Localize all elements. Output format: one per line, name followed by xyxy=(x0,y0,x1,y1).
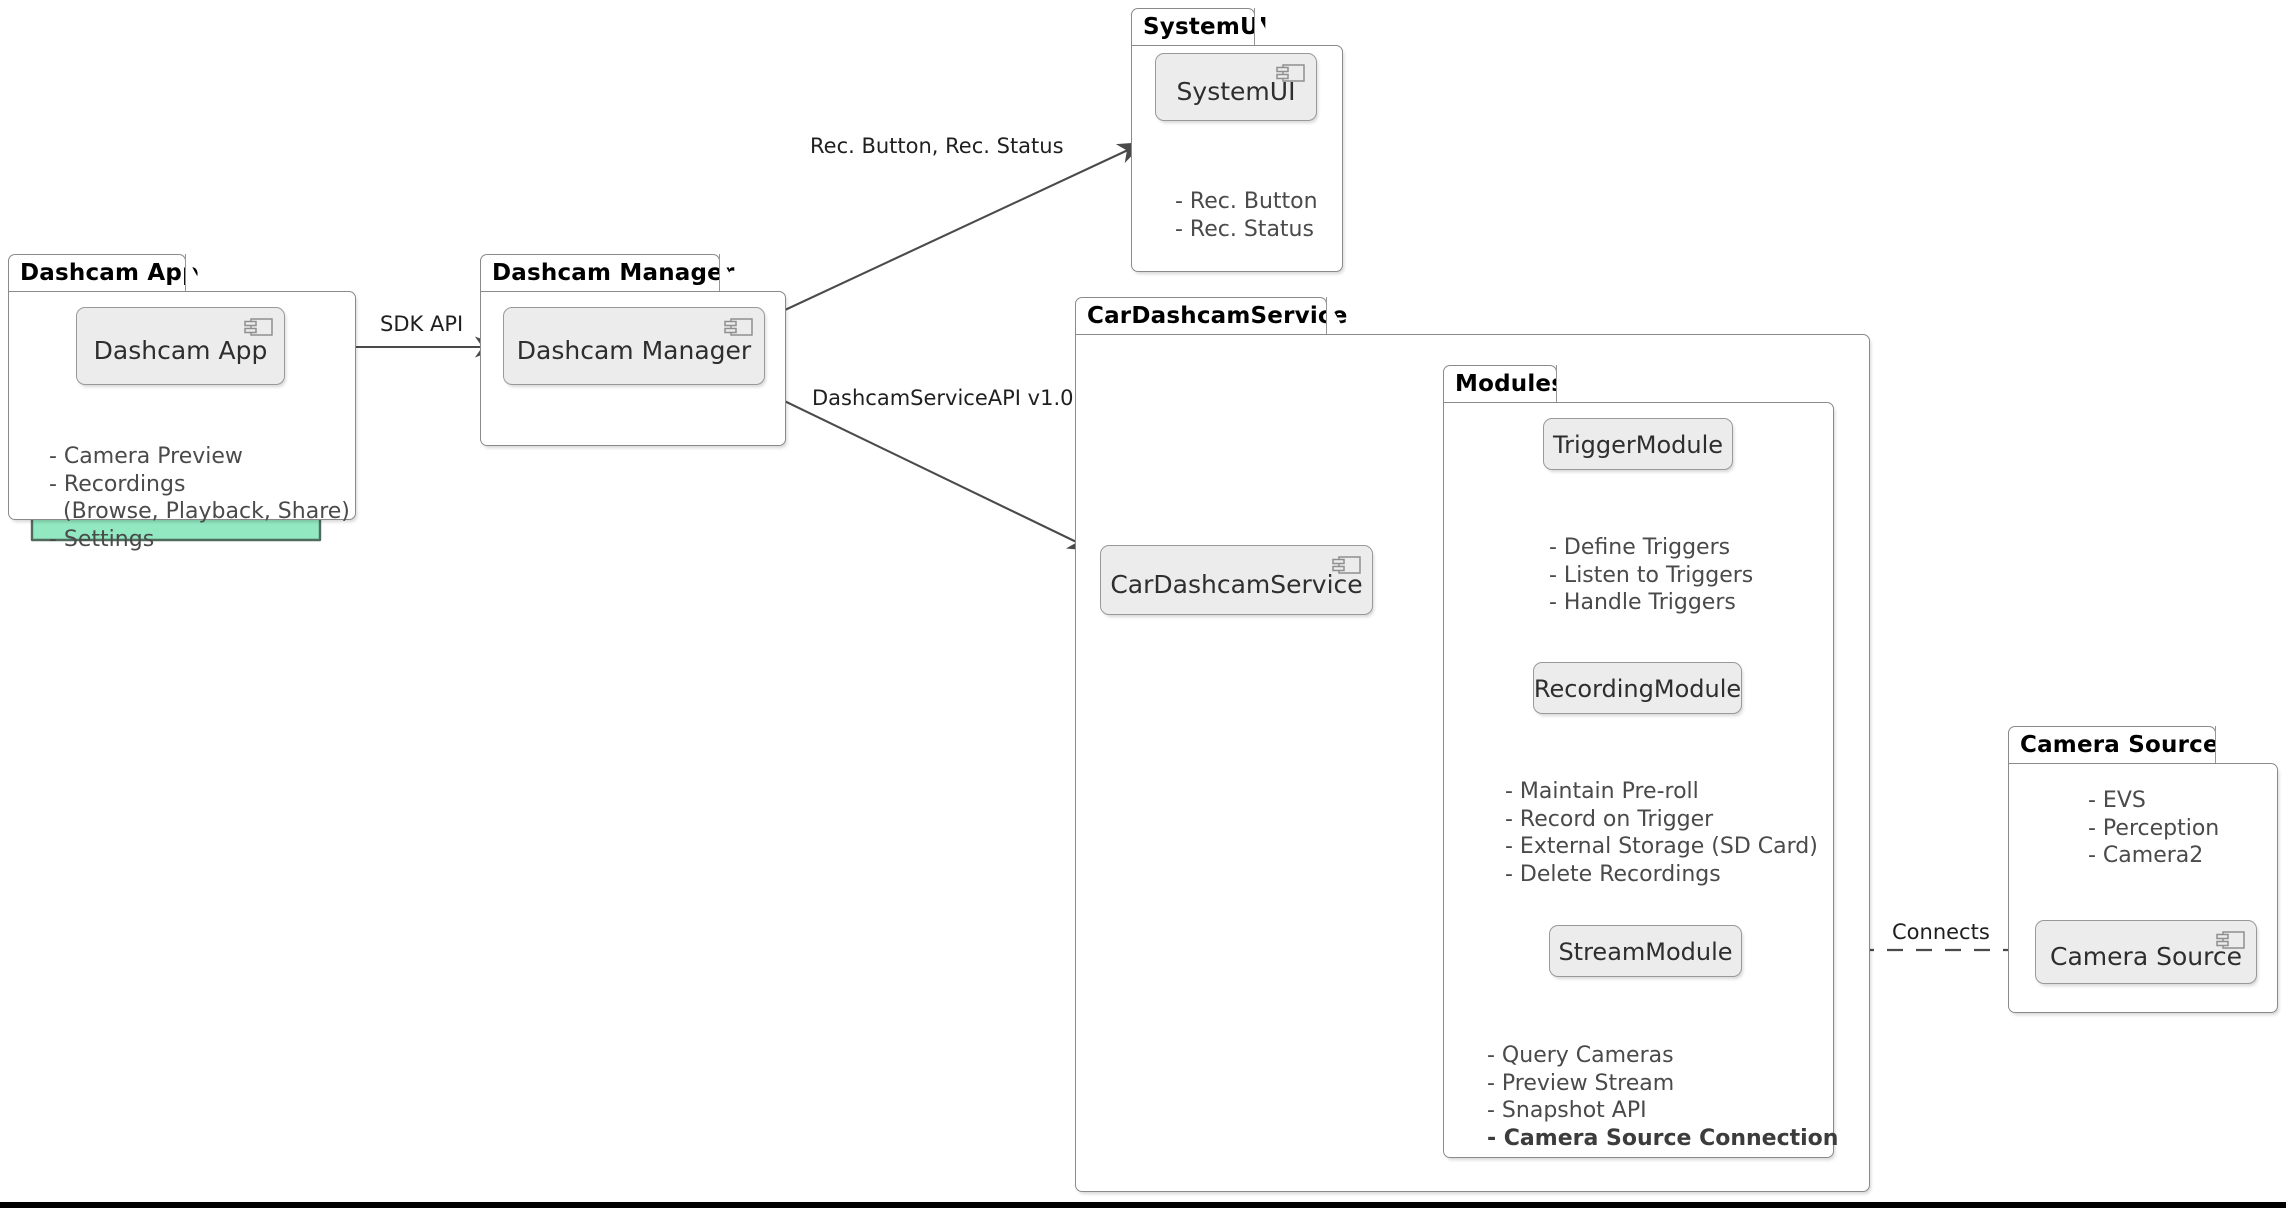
component-trigger-module-label: TriggerModule xyxy=(1552,431,1724,459)
component-trigger-module[interactable]: TriggerModule xyxy=(1543,418,1733,470)
package-car-dashcam-service-tab-slant xyxy=(1326,297,1347,336)
note-system-ui-text: - Rec. Button - Rec. Status xyxy=(1175,189,1318,242)
package-system-ui-title: SystemUI xyxy=(1143,13,1268,40)
package-modules-body xyxy=(1443,402,1834,1158)
component-car-dashcam-service[interactable]: CarDashcamService xyxy=(1100,545,1373,615)
package-modules-title: Modules xyxy=(1455,370,1566,397)
note-stream-module: - Query Cameras - Preview Stream - Snaps… xyxy=(1470,1032,1838,1151)
edge-label-dashcam-service-api: DashcamServiceAPI v1.0 xyxy=(812,386,1074,410)
note-camera-source-text: - EVS - Perception - Camera2 xyxy=(2088,788,2220,868)
note-dashcam-app-text: - Camera Preview - Recordings (Browse, P… xyxy=(49,444,350,552)
package-dashcam-app-tab: Dashcam App xyxy=(8,254,199,292)
package-system-ui-tab: SystemUI xyxy=(1131,8,1267,46)
edge-dashcam-service-api xyxy=(744,381,1096,551)
component-stream-module-label: StreamModule xyxy=(1558,938,1733,966)
component-dashcam-manager-label: Dashcam Manager xyxy=(516,335,752,365)
note-system-ui: - Rec. Button - Rec. Status xyxy=(1158,178,1320,242)
component-recording-module[interactable]: RecordingModule xyxy=(1533,662,1742,714)
edge-rec-button-status xyxy=(741,142,1146,331)
note-stream-module-text: - Query Cameras - Preview Stream - Snaps… xyxy=(1487,1043,1839,1151)
note-trigger-module-text: - Define Triggers - Listen to Triggers -… xyxy=(1549,535,1754,615)
package-dashcam-manager-tab: Dashcam Manager xyxy=(480,254,734,292)
package-dashcam-app-tab-slant xyxy=(185,254,206,293)
package-camera-source-title: Camera Source xyxy=(2020,731,2219,758)
package-system-ui-tab-slant xyxy=(1254,8,1275,47)
note-recording-module-text: - Maintain Pre-roll - Record on Trigger … xyxy=(1505,779,1818,887)
component-icon xyxy=(1276,64,1305,82)
component-dashcam-app-label: Dashcam App xyxy=(93,335,268,365)
package-dashcam-manager-title: Dashcam Manager xyxy=(492,259,735,286)
note-dashcam-app: - Camera Preview - Recordings (Browse, P… xyxy=(32,433,350,552)
note-recording-module: - Maintain Pre-roll - Record on Trigger … xyxy=(1488,768,1818,887)
component-system-ui-label: SystemUI xyxy=(1176,76,1296,106)
component-icon xyxy=(724,318,753,336)
component-camera-source-label: Camera Source xyxy=(2050,941,2242,971)
package-modules-tab: Modules xyxy=(1443,365,1565,403)
package-modules-tab-slant xyxy=(1556,365,1577,404)
edge-label-rec-button-status: Rec. Button, Rec. Status xyxy=(810,134,1064,158)
package-camera-source-tab-slant xyxy=(2215,726,2236,765)
component-recording-module-label: RecordingModule xyxy=(1533,675,1742,703)
package-car-dashcam-service-title: CarDashcamService xyxy=(1087,302,1348,329)
component-icon xyxy=(244,318,273,336)
component-dashcam-app[interactable]: Dashcam App xyxy=(76,307,285,385)
package-camera-source-tab: Camera Source xyxy=(2008,726,2219,764)
note-trigger-module: - Define Triggers - Listen to Triggers -… xyxy=(1532,524,1753,615)
component-dashcam-manager[interactable]: Dashcam Manager xyxy=(503,307,765,385)
note-camera-source: - EVS - Perception - Camera2 xyxy=(2071,777,2223,868)
component-icon xyxy=(1332,556,1361,574)
component-camera-source[interactable]: Camera Source xyxy=(2035,920,2257,984)
component-system-ui[interactable]: SystemUI xyxy=(1155,53,1317,121)
bottom-edge-strip xyxy=(0,1202,2286,1208)
package-dashcam-manager-tab-slant xyxy=(719,254,740,293)
component-stream-module[interactable]: StreamModule xyxy=(1549,925,1742,977)
component-car-dashcam-service-label: CarDashcamService xyxy=(1110,569,1363,599)
edge-label-sdk-api: SDK API xyxy=(380,312,464,336)
edge-label-connects: Connects xyxy=(1892,920,1990,944)
package-car-dashcam-service-tab: CarDashcamService xyxy=(1075,297,1347,335)
component-icon xyxy=(2216,931,2245,949)
package-dashcam-app-title: Dashcam App xyxy=(20,259,199,286)
